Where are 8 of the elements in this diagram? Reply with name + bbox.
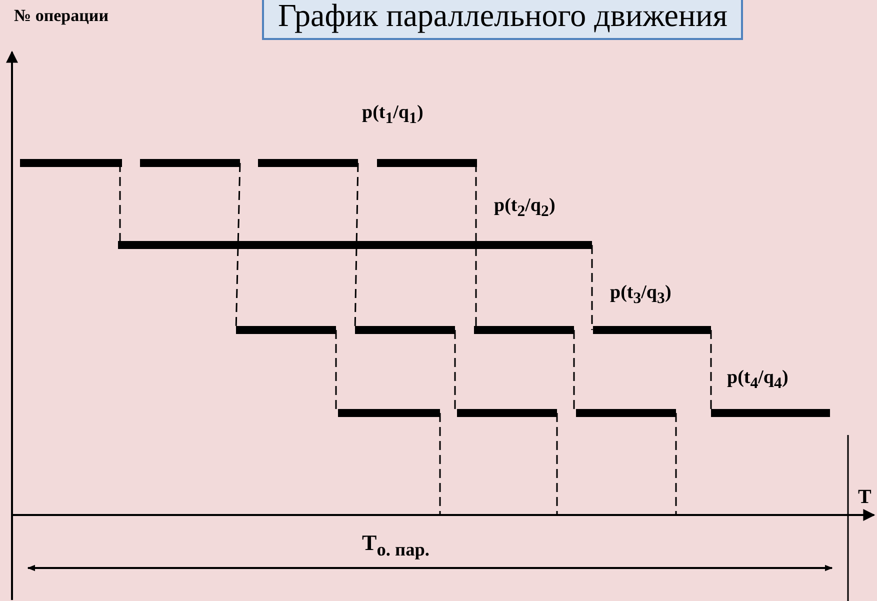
axis-title: № операции (14, 6, 109, 26)
operation-label: p(t$_{1}$/q$_{1}$) (362, 102, 424, 128)
title: График параллельного движения (262, 0, 744, 40)
duration-label: T$_{o. пар.}$ (362, 530, 430, 560)
operation-label: p(t$_{3}$/q$_{3}$) (610, 282, 672, 308)
axis-title: T (858, 486, 872, 509)
operation-label: p(t$_{4}$/q$_{4}$) (727, 367, 788, 393)
operation-label: p(t$_{2}$/q$_{2}$) (494, 195, 556, 221)
